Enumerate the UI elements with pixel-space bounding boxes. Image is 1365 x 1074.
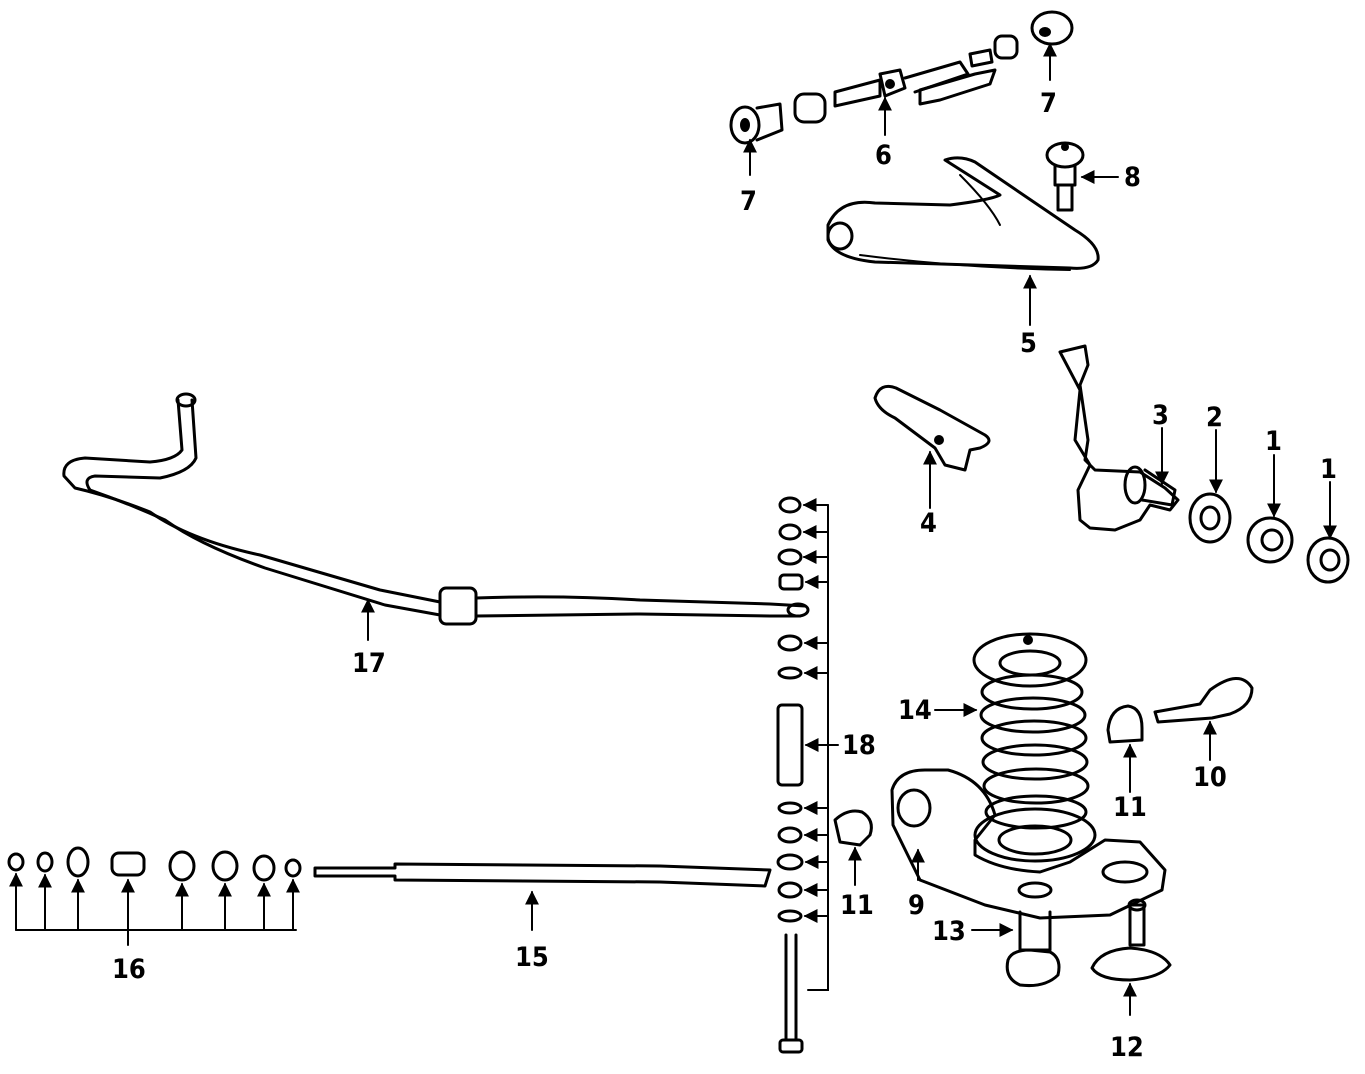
callout-15: 15 [515, 942, 549, 973]
callout-2: 2 [1206, 402, 1223, 433]
hub-bearing-outer-icon [1306, 536, 1350, 584]
callout-labels: 1 1 2 3 4 5 6 7 7 8 9 10 11 11 12 13 14 … [112, 88, 1337, 1063]
callout-6: 6 [875, 140, 892, 171]
hub-bearing-inner-icon [1246, 516, 1294, 564]
strut-rod-icon [313, 862, 772, 888]
callout-16: 16 [112, 954, 146, 985]
callout-7: 7 [1040, 88, 1057, 119]
shock-absorber-icon [1005, 910, 1061, 987]
callout-18: 18 [842, 730, 876, 761]
upper-arm-bushing-icon [793, 92, 827, 124]
stabilizer-link-kit-icon [776, 496, 804, 1054]
lower-arm-bushing-icon [833, 809, 873, 847]
lower-control-arm-icon [890, 768, 1167, 920]
callout-9: 9 [908, 890, 925, 921]
callout-11: 11 [840, 890, 874, 921]
callout-14: 14 [898, 695, 932, 726]
callout-11: 11 [1113, 792, 1147, 823]
callout-4: 4 [920, 508, 937, 539]
callout-13: 13 [932, 916, 966, 947]
strut-rod-bushing-kit-icon [7, 846, 302, 882]
upper-arm-bushing-icon [993, 34, 1019, 60]
upper-arm-bushing-icon [729, 102, 784, 145]
callout-17: 17 [352, 648, 386, 679]
callout-10: 10 [1193, 762, 1227, 793]
callout-1: 1 [1320, 454, 1337, 485]
leader-lines [9, 42, 1337, 1016]
upper-arm-bushing-icon [1030, 10, 1074, 46]
callout-1: 1 [1265, 426, 1282, 457]
upper-control-arm-icon [826, 156, 1100, 271]
upper-arm-shaft-icon [833, 48, 997, 108]
callout-7: 7 [740, 186, 757, 217]
lower-ball-joint-icon [1090, 898, 1172, 982]
callout-3: 3 [1152, 400, 1169, 431]
coil-spring-icon [972, 632, 1090, 830]
steering-knuckle-icon [1058, 344, 1180, 532]
callout-12: 12 [1110, 1032, 1144, 1063]
upper-ball-joint-icon [1045, 141, 1085, 212]
callout-5: 5 [1020, 328, 1037, 359]
lower-arm-bushing-icon [1106, 704, 1144, 744]
steering-arm-icon [873, 384, 991, 472]
stabilizer-bar-icon [62, 392, 810, 626]
callout-8: 8 [1124, 162, 1141, 193]
lower-arm-shaft-icon [1153, 677, 1254, 724]
hub-seal-icon [1188, 492, 1232, 544]
